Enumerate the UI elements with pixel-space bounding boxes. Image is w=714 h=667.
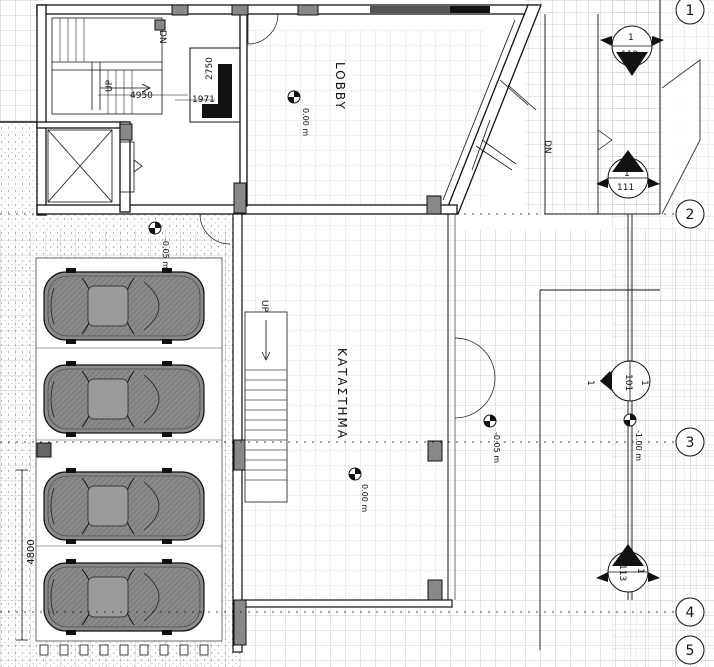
stair-dn-top: DN [157, 30, 167, 44]
grid-bubble-5 [675, 635, 705, 665]
grid-bubble-label-1: 1 [686, 3, 695, 19]
grid-bubble-4 [675, 597, 705, 627]
level-marker-ramp [623, 413, 637, 427]
section-marker-101 [600, 360, 651, 402]
stair-core [51, 17, 163, 115]
grid-bubble-label-2: 2 [686, 207, 695, 223]
grid-bubble-label-5: 5 [686, 643, 695, 659]
level-marker-outside [148, 221, 162, 235]
section-111-num: 1 [624, 169, 630, 179]
section-113-sheet: 113 [617, 564, 627, 581]
section-side-label: 1 [585, 380, 595, 386]
section-marker-111 [596, 150, 660, 199]
grid-bubble-1 [675, 0, 705, 25]
dimension-1971: 1971 [192, 95, 215, 105]
grid-bubble-label-4: 4 [686, 605, 695, 621]
glass-facade [442, 19, 537, 201]
parked-car-2 [43, 360, 205, 438]
lobby-walls [36, 4, 542, 216]
parked-car-4 [43, 558, 205, 636]
section-112-sheet: 112 [621, 50, 638, 60]
level-marker-lobby [287, 90, 301, 104]
parked-car-1 [43, 267, 205, 345]
column-outside [36, 442, 52, 458]
dimension-2750: 2750 [205, 57, 215, 80]
section-101-num: 1 [639, 380, 649, 386]
grid-bubble-2 [675, 199, 705, 229]
lobby-floor-grid [246, 30, 486, 208]
dimension-4950: 4950 [130, 91, 153, 101]
section-101-sheet: 101 [623, 374, 633, 391]
level-shop-lower: 0.00 m [360, 484, 369, 512]
section-111-sheet: 111 [617, 183, 634, 193]
room-label-shop: ΚΑΤΑΣΤΗΜΑ [335, 348, 349, 440]
level-ramp: -1.00 m [634, 430, 643, 461]
stair-up-shop: UP [259, 300, 269, 313]
room-label-lobby: LOBBY [333, 62, 347, 111]
section-112-num: 1 [628, 33, 634, 43]
level-marker-shop-mid [483, 414, 497, 428]
lobby-door [247, 13, 279, 45]
level-outside: -0.05 m [161, 238, 170, 269]
parked-car-3 [43, 467, 205, 545]
section-113-num: 1 [635, 568, 645, 574]
level-lobby: 0.00 m [301, 108, 310, 136]
bollard-row [39, 644, 209, 656]
level-shop-mid: -0.05 m [492, 432, 501, 463]
shop-door [454, 337, 496, 379]
shop-stair [244, 311, 288, 503]
grid-bubble-label-3: 3 [686, 435, 695, 451]
elevator-shaft [47, 129, 143, 203]
section-marker-112 [600, 25, 664, 76]
section-marker-113 [596, 544, 660, 593]
reception-desk [202, 64, 232, 118]
ramp-area [539, 14, 660, 650]
stair-up-top: UP [105, 79, 115, 92]
stair-dn-right: DN [542, 140, 552, 154]
level-marker-shop-lower [348, 467, 362, 481]
dimension-4800: 4800 [26, 539, 37, 564]
window-band-top [370, 6, 490, 13]
grid-bubble-3 [675, 427, 705, 457]
